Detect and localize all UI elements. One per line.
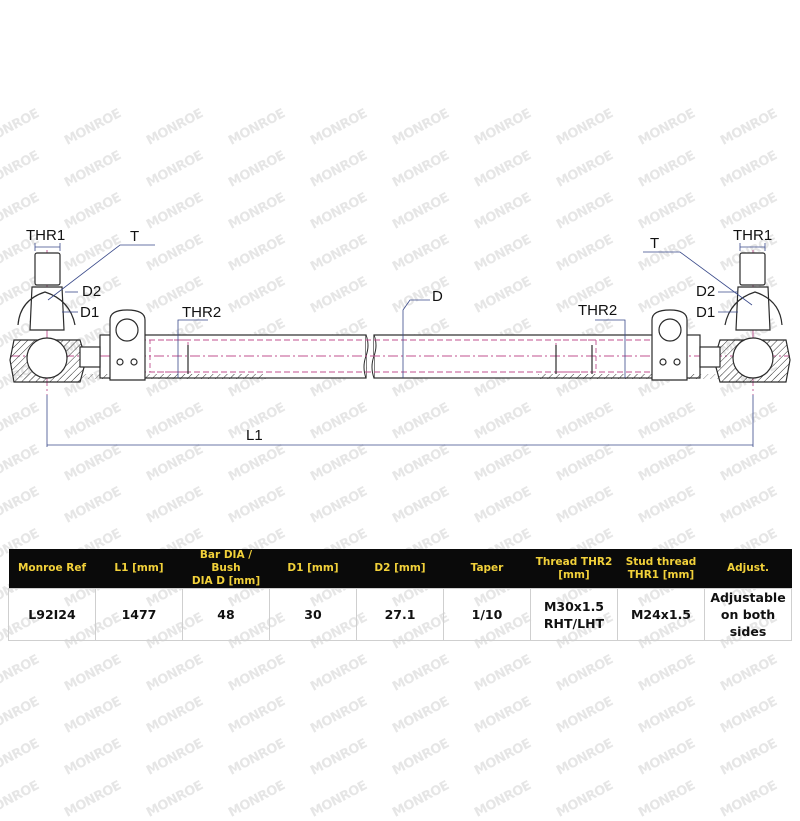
watermark-text: MONROE xyxy=(718,694,780,737)
label-thr1-right: THR1 xyxy=(733,227,773,244)
header-d1: D1 [mm] xyxy=(269,549,357,589)
watermark-text: MONROE xyxy=(554,736,616,779)
watermark-text: MONROE xyxy=(308,652,370,695)
watermark-text: MONROE xyxy=(144,736,206,779)
label-l1: L1 xyxy=(246,427,263,444)
watermark-text: MONROE xyxy=(636,736,698,779)
header-taper: Taper xyxy=(443,549,531,589)
cell-d2: 27.1 xyxy=(356,588,444,641)
watermark-text: MONROE xyxy=(554,652,616,695)
label-d1-right: D1 xyxy=(696,304,716,321)
right-clamp xyxy=(651,309,688,381)
watermark-text: MONROE xyxy=(636,652,698,695)
header-thread-thr2: Thread THR2[mm] xyxy=(530,549,618,589)
cell-l1: 1477 xyxy=(95,588,183,641)
watermark-text: MONROE xyxy=(390,736,452,779)
label-d2-right: D2 xyxy=(696,283,716,300)
tie-rod-drawing xyxy=(9,243,791,447)
watermark-text: MONROE xyxy=(0,736,42,779)
cell-stud-thread-thr1: M24x1.5 xyxy=(617,588,705,641)
cell-taper: 1/10 xyxy=(443,588,531,641)
watermark-text: MONROE xyxy=(144,694,206,737)
watermark-text: MONROE xyxy=(0,694,42,737)
cell-bar-dia: 48 xyxy=(182,588,270,641)
header-adjust: Adjust. xyxy=(704,549,792,589)
watermark-text: MONROE xyxy=(308,736,370,779)
watermark-text: MONROE xyxy=(308,694,370,737)
watermark-text: MONROE xyxy=(472,652,534,695)
watermark-text: MONROE xyxy=(554,694,616,737)
watermark-text: MONROE xyxy=(472,736,534,779)
watermark-text: MONROE xyxy=(62,736,124,779)
watermark-text: MONROE xyxy=(0,652,42,695)
watermark-text: MONROE xyxy=(390,652,452,695)
label-d: D xyxy=(432,288,443,305)
watermark-text: MONROE xyxy=(390,694,452,737)
label-d1-left: D1 xyxy=(80,304,100,321)
left-ball-joint xyxy=(9,252,101,383)
label-thr1-left: THR1 xyxy=(26,227,66,244)
label-d2-left: D2 xyxy=(82,283,102,300)
watermark-text: MONROE xyxy=(636,694,698,737)
header-l1: L1 [mm] xyxy=(95,549,183,589)
watermark-text: MONROE xyxy=(226,694,288,737)
header-d2: D2 [mm] xyxy=(356,549,444,589)
watermark-text: MONROE xyxy=(226,652,288,695)
watermark-text: MONROE xyxy=(472,694,534,737)
watermark-text: MONROE xyxy=(144,652,206,695)
watermark-text: MONROE xyxy=(718,652,780,695)
header-monroe-ref: Monroe Ref xyxy=(8,549,96,589)
left-clamp xyxy=(109,309,146,381)
label-t-left: T xyxy=(130,228,140,245)
watermark-text: MONROE xyxy=(62,694,124,737)
label-thr2-right: THR2 xyxy=(578,302,618,319)
label-thr2-left: THR2 xyxy=(182,304,222,321)
cell-d1: 30 xyxy=(269,588,357,641)
right-ball-joint xyxy=(699,252,791,383)
watermark-text: MONROE xyxy=(718,736,780,779)
watermark-text: MONROE xyxy=(226,736,288,779)
watermark-text: MONROE xyxy=(62,652,124,695)
cell-monroe-ref: L92I24 xyxy=(8,588,96,641)
label-t-right: T xyxy=(650,235,660,252)
